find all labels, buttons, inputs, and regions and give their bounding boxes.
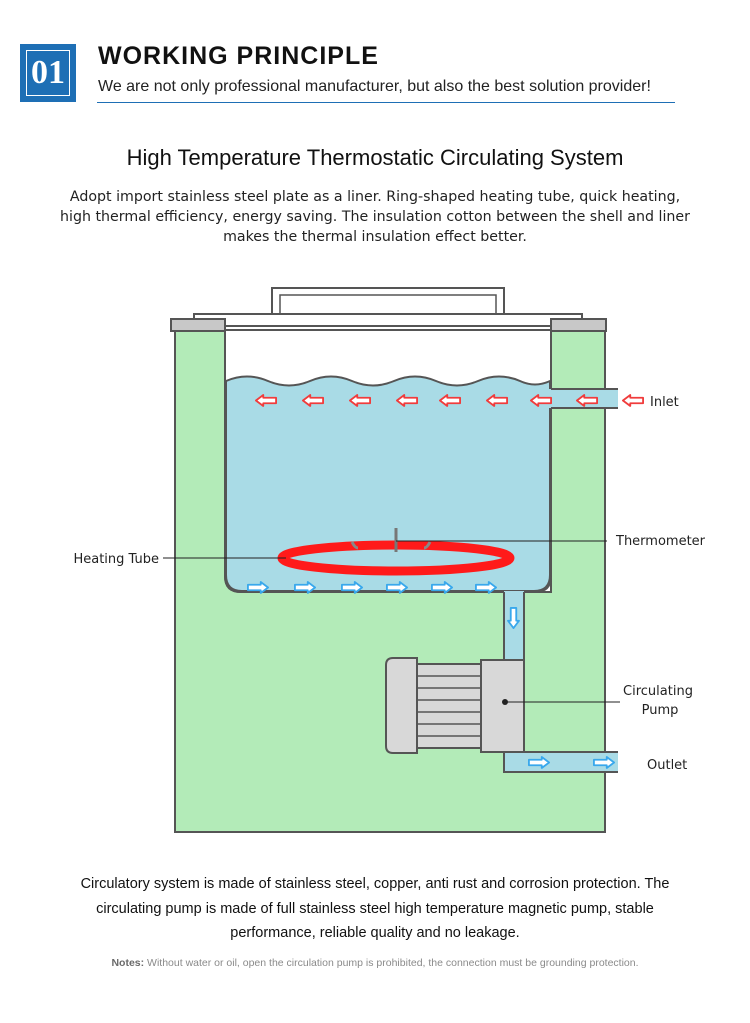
pump-label-line2: Pump <box>642 703 679 718</box>
notes-label: Notes: <box>111 957 145 969</box>
section-title: WORKING PRINCIPLE <box>98 42 379 70</box>
badge-number: 01 <box>26 50 70 96</box>
pump-label-line1: Circulating <box>623 684 693 699</box>
heating-tube-label: Heating Tube <box>73 552 159 567</box>
lid-plate <box>193 313 583 327</box>
circulating-pump <box>385 657 525 754</box>
section-number-badge: 01 <box>20 44 76 102</box>
intro-paragraph: Adopt import stainless steel plate as a … <box>40 187 710 247</box>
header-divider <box>97 102 675 103</box>
rim-left <box>170 318 226 332</box>
insulation-shell-right <box>550 329 606 390</box>
notes-text: Without water or oil, open the circulati… <box>144 957 639 969</box>
intro-line: high thermal efficiency, energy saving. … <box>60 209 690 225</box>
water <box>225 375 551 592</box>
intro-line: makes the thermal insulation effect bett… <box>223 229 527 245</box>
rim-right <box>550 318 607 332</box>
circulating-system-diagram: Inlet Thermometer Heating Tube Circulati… <box>73 287 706 833</box>
intro-line: Adopt import stainless steel plate as a … <box>69 189 681 205</box>
section-subtitle: We are not only professional manufacture… <box>98 78 651 95</box>
outlet-label: Outlet <box>647 758 687 773</box>
footer-line: Circulatory system is made of stainless … <box>80 876 670 892</box>
inlet-label: Inlet <box>650 395 679 410</box>
footer-paragraph: Circulatory system is made of stainless … <box>30 872 720 946</box>
main-title: High Temperature Thermostatic Circulatin… <box>126 145 624 170</box>
footer-line: performance, reliable quality and no lea… <box>230 925 520 941</box>
notes: Notes: Without water or oil, open the ci… <box>0 957 750 969</box>
hot-flow-arrow-icon <box>622 394 644 407</box>
thermometer-label: Thermometer <box>615 534 706 549</box>
footer-line: circulating pump is made of full stainle… <box>96 900 654 917</box>
